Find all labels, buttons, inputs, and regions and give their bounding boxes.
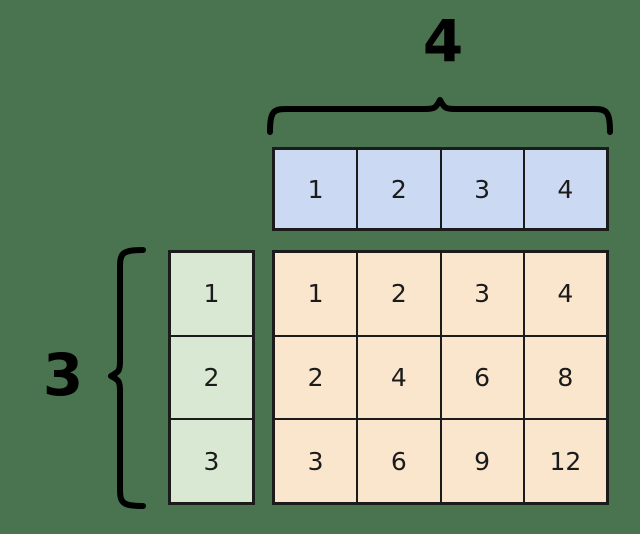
- product-grid: 1 2 3 4 2 4 6 8 3 6 9 12: [272, 250, 609, 505]
- row-header-cell: 1: [171, 253, 252, 335]
- row-header-cell: 3: [171, 420, 252, 502]
- row-header-cell: 2: [171, 336, 252, 419]
- product-cell: 8: [524, 336, 606, 419]
- column-header-cell: 4: [524, 150, 606, 228]
- rows-count-label: 3: [42, 341, 84, 409]
- column-header-row: 1 2 3 4: [272, 147, 609, 231]
- rows-brace-icon: [108, 247, 146, 509]
- product-cell: 2: [358, 253, 440, 335]
- row-header-column: 1 2 3: [168, 250, 255, 505]
- product-cell: 3: [275, 420, 357, 502]
- product-cell: 4: [358, 336, 440, 419]
- product-cell: 1: [275, 253, 357, 335]
- product-cell: 4: [524, 253, 606, 335]
- product-cell: 3: [441, 253, 523, 335]
- column-header-cell: 1: [275, 150, 357, 228]
- product-cell: 9: [441, 420, 523, 502]
- columns-count-label: 4: [422, 7, 464, 75]
- product-cell: 12: [524, 420, 606, 502]
- column-header-cell: 3: [441, 150, 523, 228]
- product-cell: 2: [275, 336, 357, 419]
- product-cell: 6: [441, 336, 523, 419]
- columns-brace-icon: [267, 97, 613, 135]
- column-header-cell: 2: [358, 150, 440, 228]
- product-cell: 6: [358, 420, 440, 502]
